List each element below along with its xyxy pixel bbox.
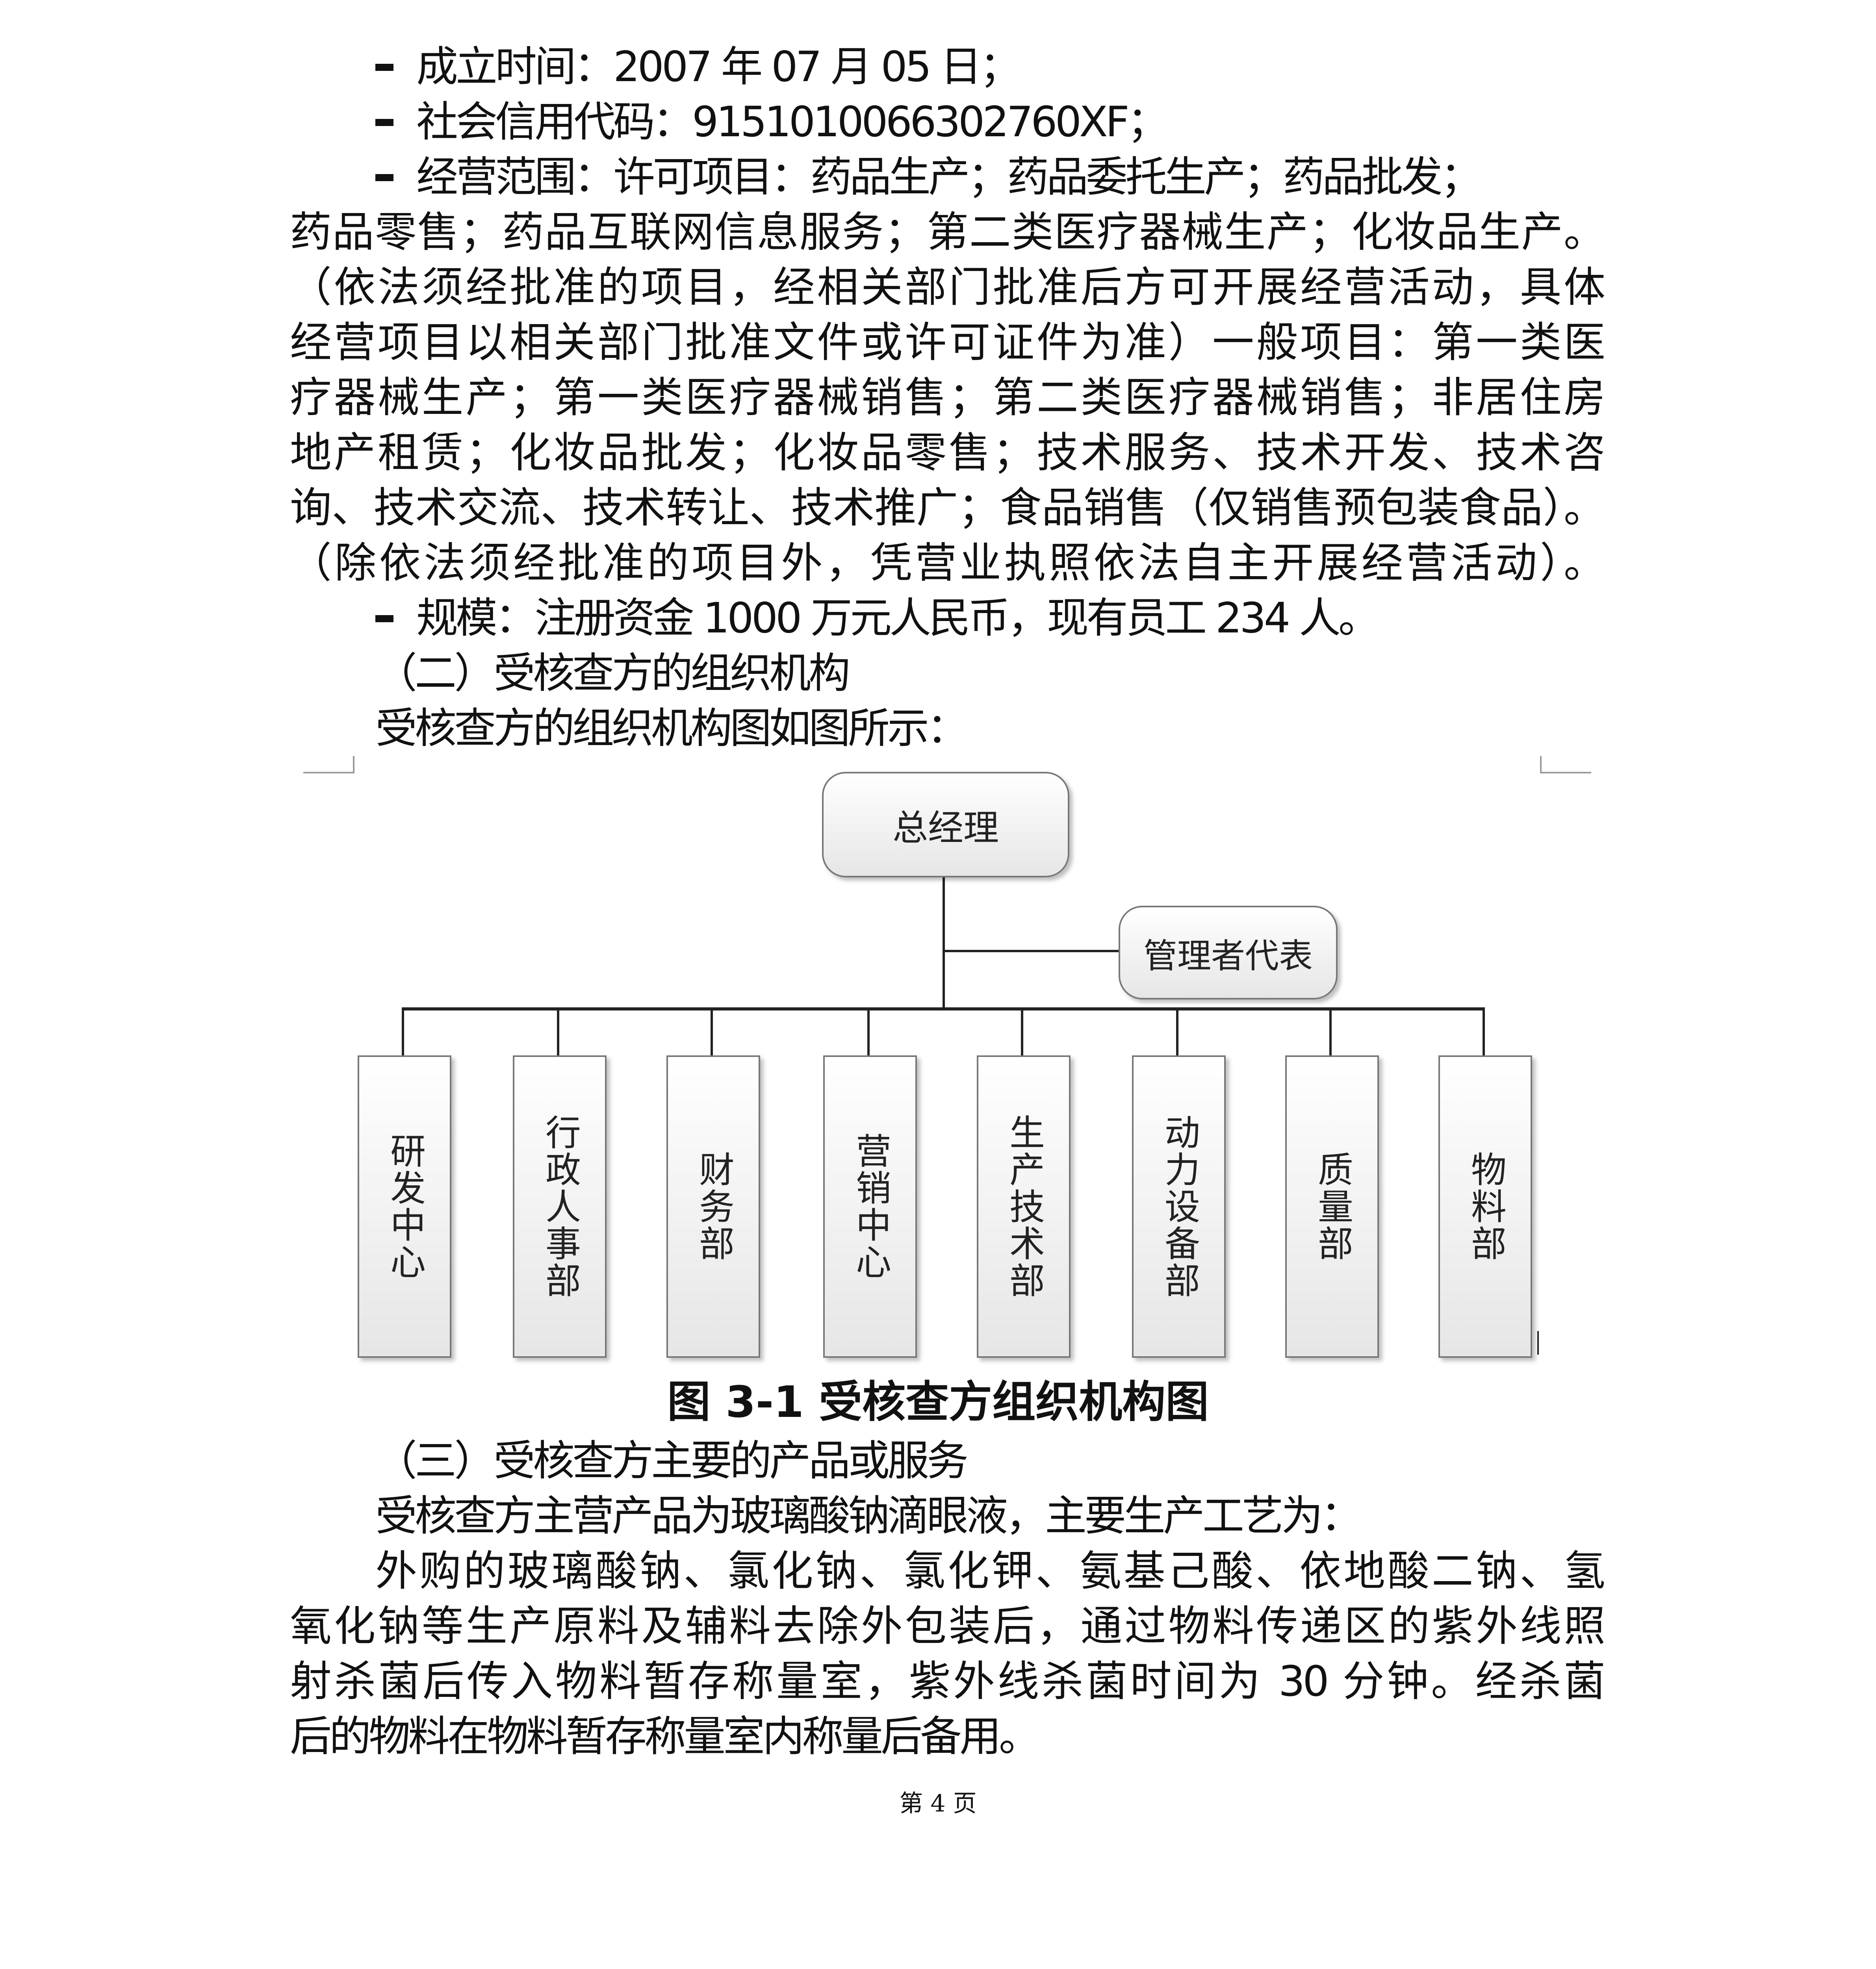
paragraph-line: 后的物料在物料暂存称量室内称量后备用。 [290, 1712, 1041, 1761]
connector [1329, 1008, 1332, 1056]
paragraph-line: 氧化钠等生产原料及辅料去除外包装后，通过物料传递区的紫外线照 [290, 1602, 1605, 1650]
org-chart: 总经理 管理者代表 研发中心 行政人事部 财务部 营销中心 生产技术部 动力设备… [0, 756, 1876, 1370]
node-label: 营销中心 [850, 1133, 891, 1281]
bullet-founded: 成立时间：2007 年 07 月 05 日； [375, 39, 1876, 95]
connector [402, 1008, 404, 1056]
scope-line: 询、技术交流、技术转让、技术推广；食品销售（仅销售预包装食品）。 [290, 484, 1605, 532]
scope-line: （依法须经批准的项目，经相关部门批准后方可开展经营活动，具体 [290, 263, 1605, 311]
scope-line: 药品零售；药品互联网信息服务；第二类医疗器械生产；化妆品生产。 [290, 208, 1605, 256]
scope-line: （除依法须经批准的项目外，凭营业执照依法自主开展经营活动）。 [290, 539, 1605, 587]
crop-mark [303, 756, 354, 773]
figure-caption: 图 3-1 受核查方组织机构图 [667, 1377, 1209, 1427]
node-label: 管理者代表 [1143, 936, 1313, 976]
connector [944, 950, 1121, 952]
crop-mark [1540, 756, 1591, 773]
node-label: 质量部 [1312, 1151, 1353, 1262]
org-node-dept: 财务部 [666, 1055, 760, 1358]
section3-intro: 受核查方主营产品为玻璃酸钠滴眼液，主要生产工艺为： [375, 1492, 1362, 1540]
scope-line: 疗器械生产；第一类医疗器械销售；第二类医疗器械销售；非居住房 [290, 373, 1605, 422]
org-node-dept: 营销中心 [823, 1055, 917, 1358]
paragraph-line: 外购的玻璃酸钠、氯化钠、氯化钾、氨基己酸、依地酸二钠、氢 [375, 1547, 1605, 1595]
org-node-general-manager: 总经理 [822, 772, 1069, 877]
bullet-icon [375, 174, 393, 182]
bullet-scope: 经营范围：许可项目：药品生产；药品委托生产；药品批发； [375, 150, 1876, 205]
org-node-dept: 生产技术部 [977, 1055, 1071, 1358]
scope-text: 经营范围：许可项目：药品生产；药品委托生产；药品批发； [416, 153, 1482, 201]
org-node-management-rep: 管理者代表 [1119, 906, 1338, 999]
connector [867, 1008, 870, 1056]
page-number: 第 4 页 [899, 1790, 977, 1817]
connector [1176, 1008, 1178, 1056]
connector [943, 874, 945, 1009]
section2-intro: 受核查方的组织机构图如图所示： [375, 704, 969, 753]
node-label: 物料部 [1465, 1151, 1506, 1262]
bullet-icon [375, 119, 393, 126]
paragraph-line: 射杀菌后传入物料暂存称量室，紫外线杀菌时间为 30 分钟。经杀菌 [290, 1657, 1605, 1706]
bullet-scale: 规模：注册资金 1000 万元人民币，现有员工 234 人。 [375, 591, 1876, 646]
node-label: 行政人事部 [539, 1114, 581, 1299]
org-node-dept: 质量部 [1285, 1055, 1379, 1358]
connector [557, 1008, 559, 1056]
scope-line: 经营项目以相关部门批准文件或许可证件为准）一般项目：第一类医 [290, 318, 1605, 367]
node-label: 动力设备部 [1158, 1114, 1200, 1299]
connector [1021, 1008, 1023, 1056]
section2-heading: （二）受核查方的组织机构 [375, 649, 850, 697]
bullet-icon [375, 64, 393, 71]
founded-text: 成立时间：2007 年 07 月 05 日； [416, 43, 1021, 91]
connector [402, 1007, 1485, 1010]
bullet-icon [375, 615, 393, 623]
bullet-credit-code: 社会信用代码：9151010066302760XF； [375, 95, 1876, 150]
node-label: 总经理 [893, 807, 999, 849]
node-label: 财务部 [693, 1151, 734, 1262]
credit-code-text: 社会信用代码：9151010066302760XF； [416, 98, 1169, 146]
scale-text: 规模：注册资金 1000 万元人民币，现有员工 234 人。 [416, 594, 1380, 642]
connector [1483, 1008, 1485, 1056]
cursor-mark [1537, 1331, 1539, 1355]
org-node-dept: 动力设备部 [1132, 1055, 1226, 1358]
org-node-dept: 行政人事部 [513, 1055, 607, 1358]
node-label: 研发中心 [384, 1133, 425, 1281]
section3-heading: （三）受核查方主要的产品或服务 [375, 1437, 969, 1485]
connector [711, 1008, 713, 1056]
scope-line: 地产租赁；化妆品批发；化妆品零售；技术服务、技术开发、技术咨 [290, 428, 1605, 477]
org-node-dept: 研发中心 [358, 1055, 451, 1358]
org-node-dept: 物料部 [1438, 1055, 1532, 1358]
node-label: 生产技术部 [1003, 1114, 1045, 1299]
